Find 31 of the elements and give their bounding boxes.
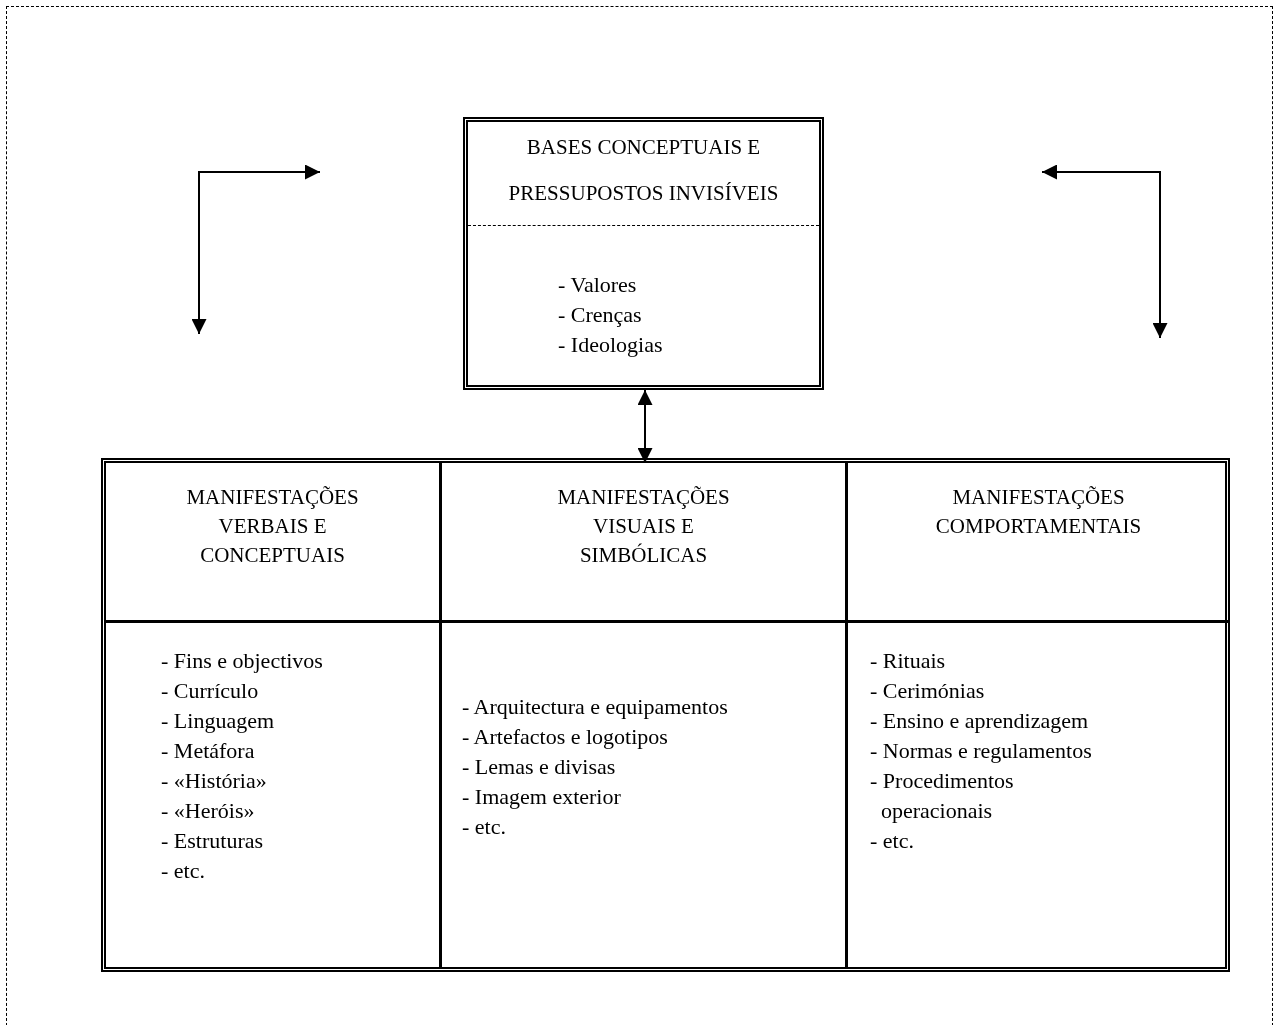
list-item: - Valores <box>558 271 637 299</box>
list-item: - Ideologias <box>558 331 663 359</box>
list-item: - Procedimentos operacionais <box>870 767 1015 825</box>
table-column <box>442 463 848 967</box>
concept-box <box>463 117 824 390</box>
list-item: - Estruturas <box>161 827 264 855</box>
list-item: - Normas e regulamentos <box>870 737 1092 765</box>
list-item: - Arquitectura e equipamentos <box>462 693 728 721</box>
list-item: - etc. <box>870 827 914 855</box>
list-item: - Linguagem <box>161 707 275 735</box>
table-column <box>106 463 442 967</box>
list-item: - «Heróis» <box>161 797 255 825</box>
column-heading: MANIFESTAÇÕES VERBAIS E CONCEPTUAIS <box>185 484 360 569</box>
list-item: - Currículo <box>161 677 259 705</box>
list-item: - etc. <box>161 857 205 885</box>
column-heading: MANIFESTAÇÕES COMPORTAMENTAIS <box>934 484 1143 540</box>
list-item: - Ensino e aprendizagem <box>870 707 1089 735</box>
arrow <box>637 389 653 464</box>
list-item: - Metáfora <box>161 737 255 765</box>
list-item: - «História» <box>161 767 267 795</box>
box-heading: BASES CONCEPTUAIS E PRESSUPOSTOS INVISÍVEIS <box>507 134 780 207</box>
list-item: - Crenças <box>558 301 642 329</box>
list-item: - Lemas e divisas <box>462 753 616 781</box>
list-item: - Artefactos e logotipos <box>462 723 668 751</box>
column-heading: MANIFESTAÇÕES VISUAIS E SIMBÓLICAS <box>556 484 731 569</box>
list-item: - etc. <box>462 813 506 841</box>
list-item: - Rituais <box>870 647 946 675</box>
list-item: - Imagem exterior <box>462 783 621 811</box>
list-item: - Cerimónias <box>870 677 985 705</box>
table-frame <box>101 458 1230 972</box>
list-item: - Fins e objectivos <box>161 647 323 675</box>
